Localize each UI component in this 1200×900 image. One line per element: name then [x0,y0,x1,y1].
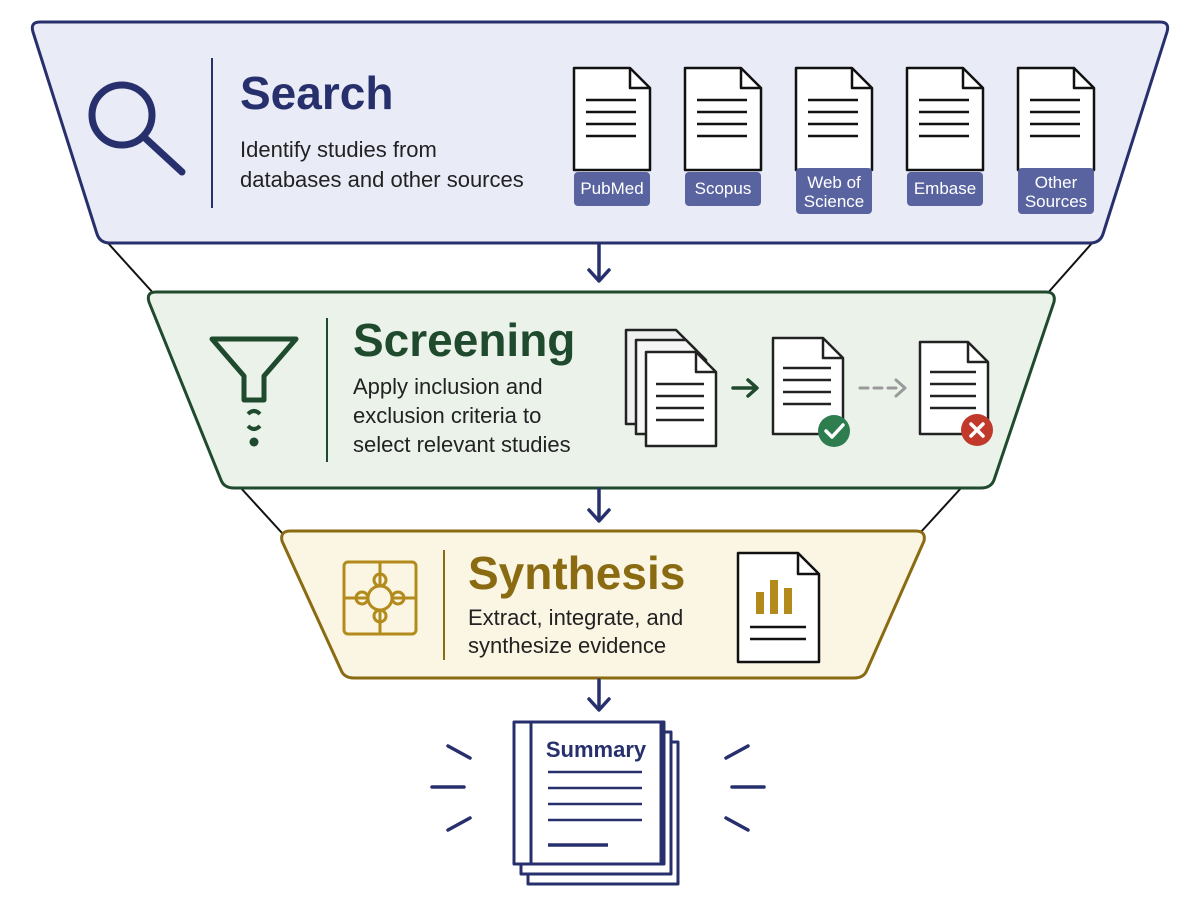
dashed-arrow-right-icon [858,378,907,398]
arrow-right-icon [731,378,759,398]
database-label-other-sources-line-2: Sources [1025,192,1087,211]
summary-document-icon [512,720,680,886]
synthesis-description-line-1: Extract, integrate, and [468,605,683,630]
screening-description-line-1: Apply inclusion and [353,374,543,399]
search-description-line-1: Identify studies from [240,137,437,162]
summary-label: Summary [546,737,647,762]
arrow-down-icon [587,487,611,523]
bar-chart-document-icon [736,551,821,664]
funnel-icon [209,336,299,447]
search-stage: Search Identify studies from databases a… [30,20,1170,245]
magnifier-icon [88,81,186,176]
summary-document: Summary [430,720,766,886]
database-pubmed: PubMed [572,66,652,206]
database-label-web-of-science-line-2: Science [804,192,864,211]
puzzle-icon [342,560,418,636]
database-label-web-of-science-line-1: Web of [807,173,861,192]
cross-icon [961,414,993,446]
database-web-of-science: Web of Science [794,66,874,214]
search-description-line-2: databases and other sources [240,167,524,192]
funnel-outline [106,241,1094,534]
screening-title: Screening [353,314,575,366]
synthesis-description-line-2: synthesize evidence [468,633,666,658]
database-embase: Embase [905,66,985,206]
search-title: Search [240,67,393,119]
database-label-pubmed: PubMed [580,179,643,198]
arrow-down-icon [587,242,611,283]
synthesis-stage: Synthesis Extract, integrate, and synthe… [280,529,926,680]
database-label-other-sources-line-1: Other [1035,173,1078,192]
database-scopus: Scopus [683,66,763,206]
screening-description-line-3: select relevant studies [353,432,571,457]
check-icon [818,415,850,447]
database-other-sources: Other Sources [1016,66,1096,214]
excluded-document-icon [918,340,990,436]
screening-description-line-2: exclusion criteria to [353,403,541,428]
included-document-icon [771,336,845,436]
screening-panel [146,290,1056,490]
database-label-embase: Embase [914,179,976,198]
summary-radiating-lines [430,744,766,832]
screening-stage: Screening Apply inclusion and exclusion … [146,290,1056,490]
document-stack-icon [624,328,718,448]
synthesis-title: Synthesis [468,547,685,599]
arrow-down-icon [587,678,611,712]
database-label-scopus: Scopus [695,179,752,198]
